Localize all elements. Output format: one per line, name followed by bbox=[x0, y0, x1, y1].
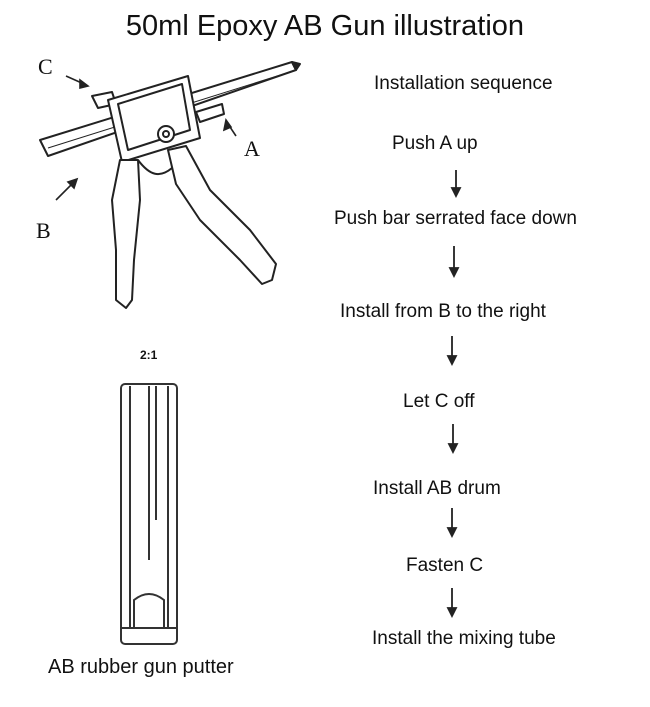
step-heading: Installation sequence bbox=[374, 73, 553, 94]
callout-c-label: C bbox=[38, 54, 53, 79]
callout-a-label: A bbox=[244, 136, 260, 161]
putter-caption: AB rubber gun putter bbox=[48, 656, 234, 678]
page-title: 50ml Epoxy AB Gun illustration bbox=[125, 10, 525, 42]
step-push-bar: Push bar serrated face down bbox=[334, 208, 577, 229]
step-let-c-off: Let C off bbox=[403, 391, 475, 412]
step-install-b: Install from B to the right bbox=[340, 301, 546, 322]
step-mixing-tube: Install the mixing tube bbox=[372, 628, 556, 649]
putter-ratio-label: 2:1 bbox=[140, 348, 158, 362]
step-install-drum: Install AB drum bbox=[373, 478, 501, 499]
step-fasten-c: Fasten C bbox=[406, 555, 484, 576]
callout-b-label: B bbox=[36, 218, 51, 243]
step-push-a: Push A up bbox=[392, 133, 478, 154]
